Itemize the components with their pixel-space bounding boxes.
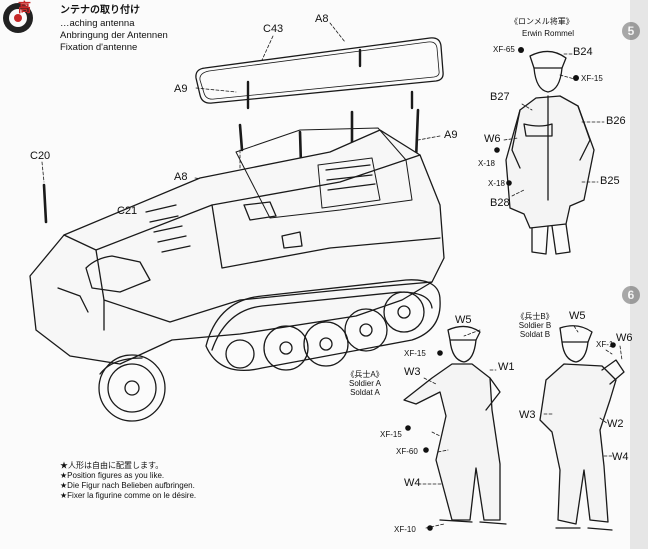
title-fr: Fixation d'antenne bbox=[60, 42, 138, 53]
soldier-b-caption-jp: 《兵士B》 bbox=[516, 312, 554, 321]
soldier-a-w3: W3 bbox=[404, 366, 421, 378]
figure-rommel bbox=[505, 50, 595, 255]
label-a9-left: A9 bbox=[174, 83, 188, 95]
step-number-5: 5 bbox=[622, 22, 640, 40]
soldier-b-w3: W3 bbox=[519, 409, 536, 421]
antenna-frame-c43 bbox=[195, 37, 444, 104]
rommel-b25: B25 bbox=[600, 175, 620, 187]
soldier-b-caption: 《兵士B》 Soldier B Soldat B bbox=[510, 312, 560, 340]
rommel-x18a: X-18 bbox=[478, 159, 495, 168]
figure-soldier-a bbox=[403, 325, 507, 525]
note-fr: ★Fixer la figurine comme on le désire. bbox=[60, 491, 197, 500]
soldier-a-caption-en: Soldier A bbox=[348, 379, 382, 389]
rommel-caption-jp: 《ロンメル将軍》 bbox=[510, 17, 574, 26]
label-c21: C21 bbox=[117, 205, 138, 217]
soldier-a-w4: W4 bbox=[404, 477, 421, 489]
step-number-6: 6 bbox=[622, 286, 640, 304]
label-a9-right: A9 bbox=[444, 129, 458, 141]
front-wheel bbox=[98, 354, 166, 422]
logo-icon bbox=[3, 3, 33, 33]
label-c20: C20 bbox=[30, 150, 51, 162]
soldier-a-caption-jp: 《兵士A》 bbox=[346, 370, 384, 379]
soldier-a-w5: W5 bbox=[455, 314, 472, 326]
note-de: ★Die Figur nach Belieben aufbringen. bbox=[60, 481, 195, 490]
rommel-b27: B27 bbox=[490, 91, 510, 103]
note-en: ★Position figures as you like. bbox=[60, 471, 165, 480]
note-jp: ★人形は自由に配置します。 bbox=[60, 461, 164, 470]
label-c43: C43 bbox=[263, 23, 284, 35]
half-track-vehicle bbox=[29, 127, 445, 365]
label-a8-mid: A8 bbox=[174, 171, 188, 183]
soldier-b-w4: W4 bbox=[612, 451, 629, 463]
watermark-logo bbox=[0, 0, 86, 36]
soldier-a-xf15b: XF-15 bbox=[380, 430, 402, 439]
figure-soldier-b bbox=[539, 325, 625, 531]
soldier-a-caption: 《兵士A》 Soldier A Soldat A bbox=[340, 370, 390, 398]
page-edge-shade bbox=[630, 0, 648, 549]
soldier-a-xf10: XF-10 bbox=[394, 525, 416, 534]
rommel-b24: B24 bbox=[573, 46, 593, 58]
rommel-x18b: X-18 bbox=[488, 179, 505, 188]
soldier-b-xf1: XF-1 bbox=[596, 340, 614, 349]
title-de: Anbringung der Antennen bbox=[60, 30, 168, 41]
rommel-caption-en: Erwin Rommel bbox=[522, 29, 575, 38]
rommel-b26: B26 bbox=[606, 115, 626, 127]
soldier-b-caption-en: Soldier B bbox=[518, 321, 552, 331]
watermark-text: 高 bbox=[18, 0, 33, 15]
title-en: …aching antenna bbox=[60, 18, 135, 29]
notes-block: ★人形は自由に配置します。 ★Position figures as you l… bbox=[60, 461, 196, 501]
soldier-a-caption-de: Soldat A bbox=[350, 388, 380, 398]
soldier-a-xf60: XF-60 bbox=[396, 447, 418, 456]
rommel-b28: B28 bbox=[490, 197, 510, 209]
track bbox=[205, 279, 441, 372]
soldier-a-w1: W1 bbox=[498, 361, 515, 373]
soldier-b-w5: W5 bbox=[569, 310, 586, 322]
soldier-b-w6: W6 bbox=[616, 332, 633, 344]
soldier-a-xf15a: XF-15 bbox=[404, 349, 426, 358]
title-jp: ンテナの取り付け bbox=[60, 5, 140, 16]
rommel-w6: W6 bbox=[484, 133, 501, 145]
label-a8-top: A8 bbox=[315, 13, 329, 25]
soldier-b-caption-de: Soldat B bbox=[519, 330, 551, 340]
rommel-xf65: XF-65 bbox=[493, 45, 515, 54]
soldier-b-w2: W2 bbox=[607, 418, 624, 430]
rommel-xf15: XF-15 bbox=[581, 74, 603, 83]
paint-dots bbox=[405, 47, 616, 531]
